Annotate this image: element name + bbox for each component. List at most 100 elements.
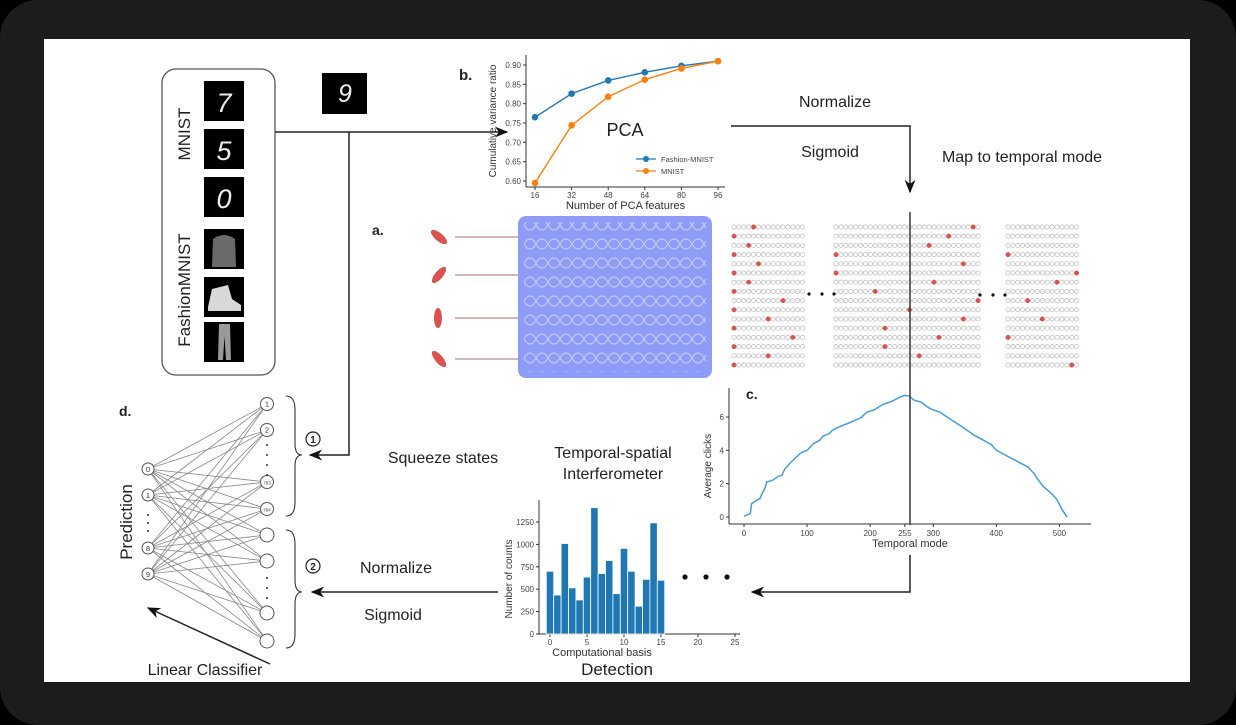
mode-dot	[1069, 325, 1075, 331]
mode-dot	[756, 316, 761, 322]
mode-dot	[746, 325, 752, 331]
mode-dot	[960, 344, 966, 350]
mode-dot	[1069, 298, 1075, 304]
mode-dot	[960, 298, 966, 304]
mode-dot	[775, 353, 781, 359]
mode-dot	[736, 334, 742, 340]
mode-dot	[1030, 252, 1035, 258]
mode-dot	[892, 224, 898, 230]
mode-dot	[790, 307, 796, 313]
mode-dot	[858, 334, 863, 340]
mode-dot	[872, 307, 878, 313]
mode-dot	[1025, 233, 1031, 239]
mode-dot	[741, 242, 747, 248]
pca-x-tick-label: 16	[531, 191, 540, 200]
mode-dot	[931, 334, 937, 340]
mode-dot	[872, 270, 878, 276]
mode-dot	[897, 270, 903, 276]
mode-dot	[916, 362, 922, 368]
mode-dot	[921, 233, 927, 239]
mode-dot	[1015, 270, 1021, 276]
mode-dot-active	[882, 344, 888, 350]
pca-data-point	[604, 77, 612, 84]
mode-dot	[1059, 242, 1065, 248]
grid-ellipsis-dot	[832, 292, 836, 296]
mode-dot	[1010, 307, 1016, 313]
mode-dot-active	[1025, 298, 1031, 304]
mode-dot	[882, 242, 888, 248]
mode-dot	[770, 353, 776, 359]
mode-dot	[795, 307, 801, 313]
mode-dot	[746, 298, 752, 304]
mode-dot	[795, 288, 801, 294]
mode-dot	[1074, 353, 1080, 359]
mode-dot	[1034, 307, 1040, 313]
mode-dot	[843, 279, 849, 285]
mode-dot	[1025, 316, 1031, 322]
mode-dot	[946, 261, 952, 267]
mode-dot	[1030, 353, 1035, 359]
panel-label-b: b.	[459, 67, 472, 84]
hist-x-axis-label: Computational basis	[552, 647, 652, 659]
mode-dot	[897, 233, 903, 239]
mode-dot	[936, 298, 942, 304]
mode-dot	[1030, 242, 1035, 248]
mode-dot	[936, 316, 942, 322]
mode-dot	[956, 279, 961, 285]
input-node	[260, 423, 274, 437]
mode-dot	[858, 270, 863, 276]
mode-dot	[785, 242, 791, 248]
mode-dot	[1044, 242, 1050, 248]
mode-dot	[941, 242, 947, 248]
mode-dot	[775, 242, 781, 248]
mode-dot	[975, 224, 981, 230]
mode-dot	[1034, 325, 1040, 331]
pca-y-tick-label: 0.80	[505, 100, 521, 109]
mode-dot	[1054, 334, 1060, 340]
mode-dot	[1074, 242, 1080, 248]
mode-dot	[1015, 316, 1021, 322]
mode-dot	[858, 298, 863, 304]
mode-dot	[931, 325, 937, 331]
pca-x-tick-label: 96	[714, 191, 723, 200]
mode-dot	[1044, 270, 1050, 276]
mode-dot	[975, 353, 981, 359]
mode-dot	[960, 288, 966, 294]
mode-dot-active	[765, 353, 771, 359]
mode-dot-active	[946, 233, 952, 239]
mode-dot	[756, 270, 761, 276]
mode-dot-active	[731, 325, 737, 331]
pca-y-tick-label: 0.70	[505, 138, 521, 147]
mode-dot	[795, 344, 801, 350]
mode-dot	[1064, 261, 1070, 267]
pca-y-tick-label: 0.60	[505, 177, 521, 186]
mode-dot	[965, 279, 971, 285]
mode-dot	[1049, 316, 1055, 322]
mode-dot	[951, 353, 957, 359]
mode-dot	[843, 362, 849, 368]
detection-label: Detection	[581, 660, 653, 679]
mode-dot	[843, 288, 849, 294]
input-node	[259, 553, 275, 569]
mode-dot	[965, 261, 971, 267]
mode-dot	[1054, 325, 1060, 331]
mode-dot	[785, 334, 791, 340]
mode-dot	[765, 233, 771, 239]
interferometer-label-1: Temporal-spatial	[554, 445, 671, 462]
mode-dot	[936, 362, 942, 368]
mode-dot	[867, 261, 873, 267]
squeeze-states	[430, 229, 518, 368]
mode-dot	[760, 224, 766, 230]
mode-dot	[800, 270, 806, 276]
mode-dot	[965, 298, 971, 304]
input-node-label: 2	[265, 426, 269, 435]
pca-data-point	[568, 90, 575, 97]
mode-dot	[1069, 353, 1075, 359]
mode-dot	[872, 242, 878, 248]
mode-dot	[848, 325, 854, 331]
mode-dot	[843, 334, 849, 340]
mode-dot	[1059, 270, 1065, 276]
mode-dot	[882, 316, 888, 322]
mode-dot	[1054, 344, 1060, 350]
